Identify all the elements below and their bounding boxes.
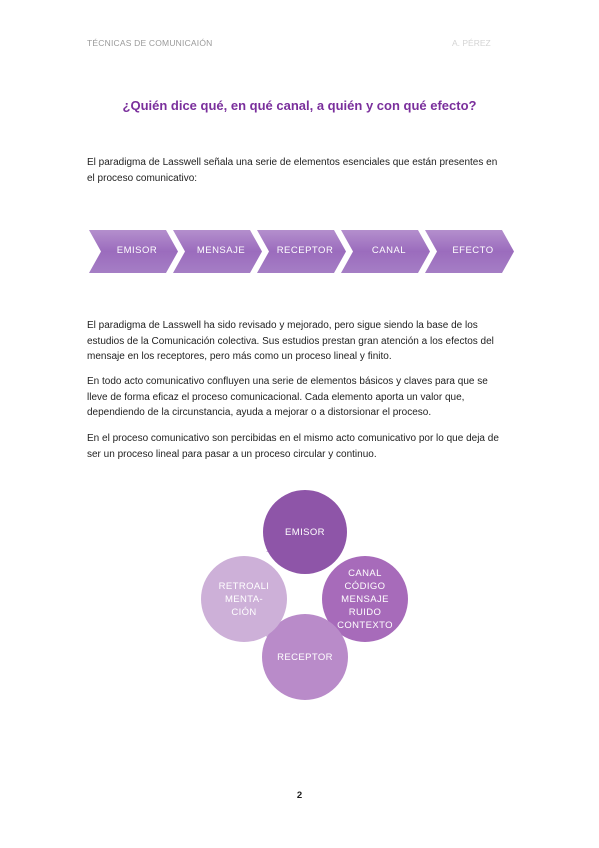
chevron-label-emisor: EMISOR bbox=[116, 245, 158, 256]
cycle-line: MENTA- bbox=[224, 593, 264, 605]
paragraph-4: En el proceso comunicativo son percibida… bbox=[87, 433, 499, 460]
chevron-process-diagram bbox=[89, 230, 514, 273]
cycle-line: CANAL bbox=[348, 567, 382, 579]
cycle-line: RETROALI bbox=[218, 580, 270, 592]
chevron-shape-mensaje bbox=[173, 230, 262, 273]
chevron-shape-receptor bbox=[257, 230, 346, 273]
chevron-shape-canal bbox=[341, 230, 430, 273]
cycle-node-receptor: RECEPTOR bbox=[262, 614, 348, 700]
cycle-node-receptor-label: RECEPTOR bbox=[277, 651, 333, 663]
chevron-label-receptor: RECEPTOR bbox=[276, 245, 334, 256]
page-number: 2 bbox=[296, 790, 303, 801]
cycle-node-emisor-label: EMISOR bbox=[285, 526, 325, 538]
cycle-line: CÓDIGO bbox=[344, 580, 386, 592]
chevron-label-canal: CANAL bbox=[371, 245, 407, 256]
chevron-label-efecto: EFECTO bbox=[452, 245, 494, 256]
header-right: A. PÉREZ bbox=[452, 38, 491, 48]
cycle-node-emisor: EMISOR bbox=[263, 490, 347, 574]
chevron-label-mensaje: MENSAJE bbox=[196, 245, 246, 256]
paragraph-1: El paradigma de Lasswell señala una seri… bbox=[87, 157, 498, 184]
cycle-line: RUIDO bbox=[348, 606, 382, 618]
header-left: TÉCNICAS DE COMUNICAIÓN bbox=[87, 38, 213, 48]
paragraph-2: El paradigma de Lasswell ha sido revisad… bbox=[87, 320, 494, 362]
cycle-line: CONTEXTO bbox=[337, 619, 393, 631]
cycle-line: CIÓN bbox=[231, 606, 257, 618]
cycle-node-retroalimentacion: RETROALI MENTA- CIÓN bbox=[201, 556, 287, 642]
paragraph-3: En todo acto comunicativo confluyen una … bbox=[87, 376, 488, 418]
chevron-shape-emisor bbox=[89, 230, 178, 273]
page-title: ¿Quién dice qué, en qué canal, a quién y… bbox=[122, 98, 477, 113]
cycle-line: MENSAJE bbox=[341, 593, 389, 605]
chevron-shape-efecto bbox=[425, 230, 514, 273]
